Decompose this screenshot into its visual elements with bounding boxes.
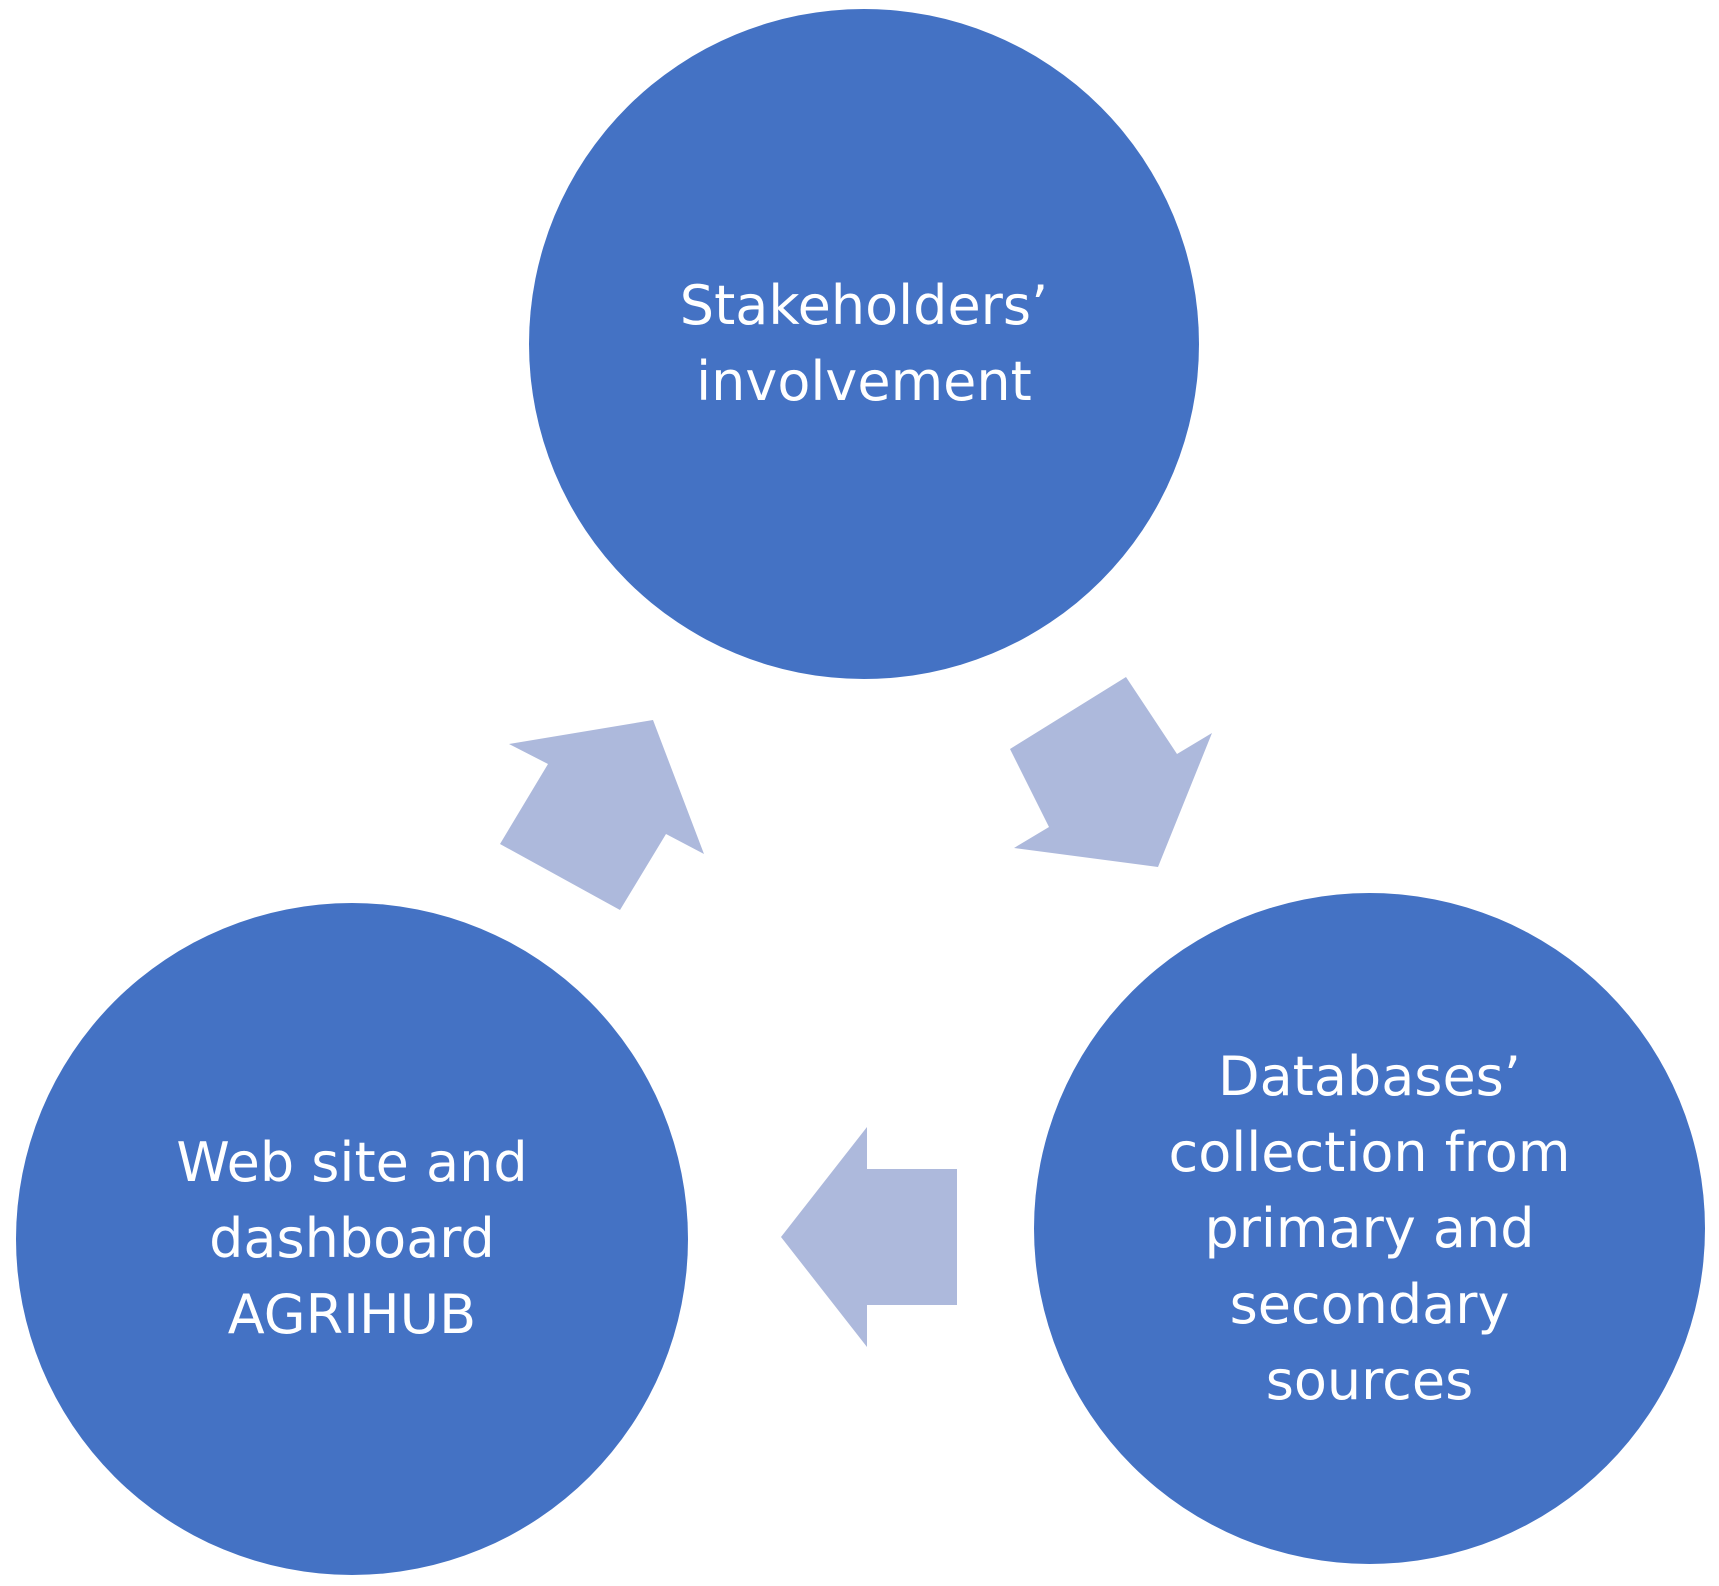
stakeholders-involvement-label: Stakeholders’ involvement xyxy=(679,274,1049,413)
arrow-left-to-top xyxy=(500,720,704,910)
arrow-top-to-right xyxy=(1010,677,1212,867)
website-dashboard-label: Web site and dashboard AGRIHUB xyxy=(176,1131,528,1346)
stakeholders-involvement-node: Stakeholders’ involvement xyxy=(529,9,1199,679)
databases-collection-label: Databases’ collection from primary and s… xyxy=(1168,1044,1571,1412)
website-dashboard-node: Web site and dashboard AGRIHUB xyxy=(16,903,688,1575)
databases-collection-node: Databases’ collection from primary and s… xyxy=(1034,893,1705,1564)
arrow-right-to-left xyxy=(781,1127,957,1347)
